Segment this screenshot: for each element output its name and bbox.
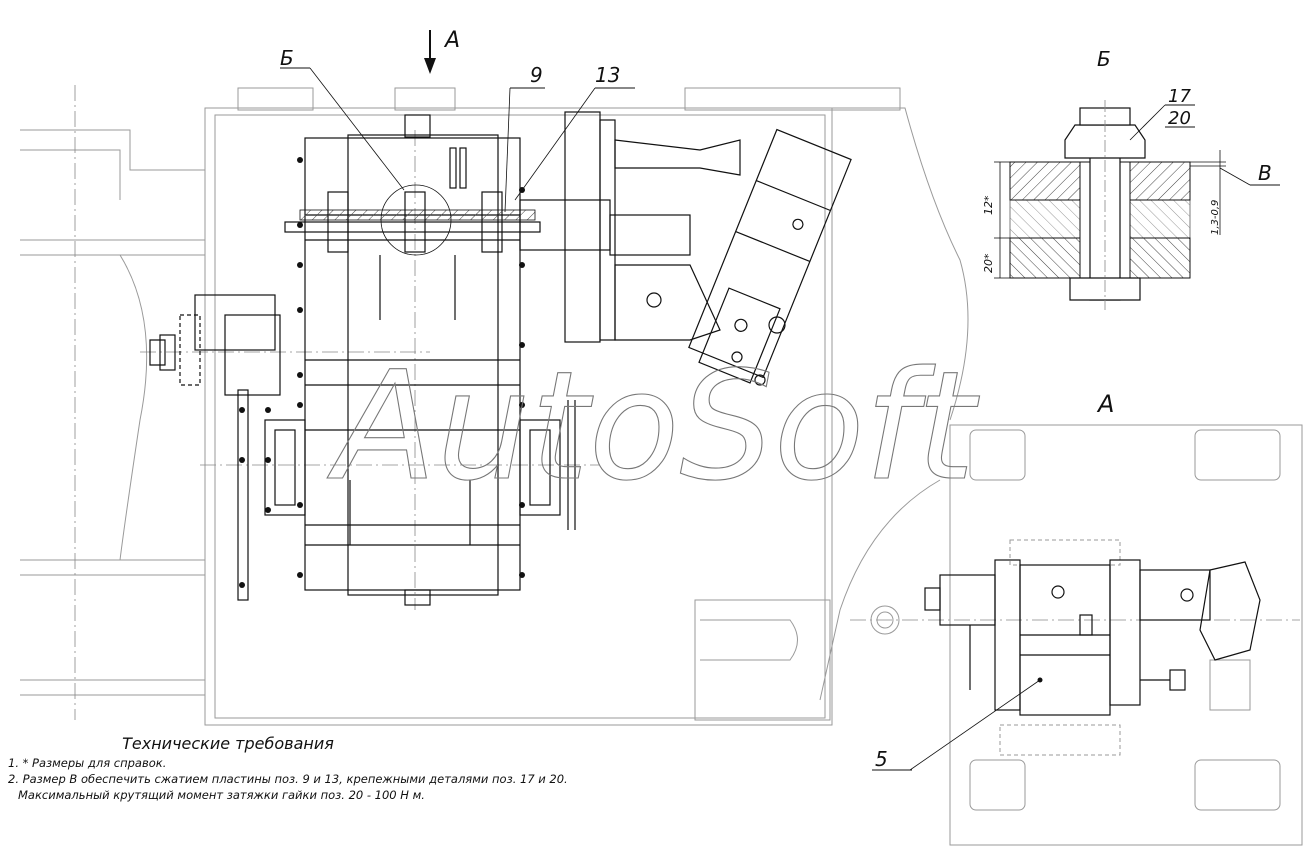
dim-12-label: 12* <box>982 195 995 215</box>
callout-b-label: Б <box>280 46 294 70</box>
callout-v-label: В <box>1258 161 1272 185</box>
view-arrow-a: А <box>424 28 460 74</box>
callout-b: Б <box>280 46 452 256</box>
dim-13-label: 1,3-0,9 <box>1210 200 1221 235</box>
watermark: AutoSoft <box>327 340 980 514</box>
note-line-1: 1. * Размеры для справок. <box>8 756 167 770</box>
dim-20-label: 20* <box>982 253 995 273</box>
detail-b: Б 17 20 12* 20* 1,3-0,9 В <box>982 47 1280 310</box>
view-arrow-a-label: А <box>443 28 460 53</box>
callout-9: 9 <box>504 63 545 213</box>
note-line-3: Максимальный крутящий момент затяжки гай… <box>18 788 425 802</box>
left-motor <box>149 294 281 396</box>
right-motor <box>519 111 852 386</box>
note-line-2: 2. Размер В обеспечить сжатием пластины … <box>8 772 568 786</box>
main-frame <box>20 87 969 726</box>
notes-title: Технические требования <box>122 734 334 753</box>
callout-5-label: 5 <box>875 747 888 771</box>
callout-17-label: 17 <box>1168 86 1191 107</box>
callout-13-label: 13 <box>595 63 620 87</box>
view-a-title: А <box>1096 390 1114 418</box>
technical-requirements: Технические требования 1. * Размеры для … <box>8 736 728 803</box>
callout-9-label: 9 <box>530 63 543 87</box>
side-flanges <box>237 389 576 601</box>
view-a: А <box>819 390 1303 846</box>
callout-20-label: 20 <box>1168 108 1191 129</box>
callout-13: 13 <box>514 63 635 201</box>
detail-b-title: Б <box>1097 47 1111 71</box>
plate-hatch <box>299 209 536 221</box>
